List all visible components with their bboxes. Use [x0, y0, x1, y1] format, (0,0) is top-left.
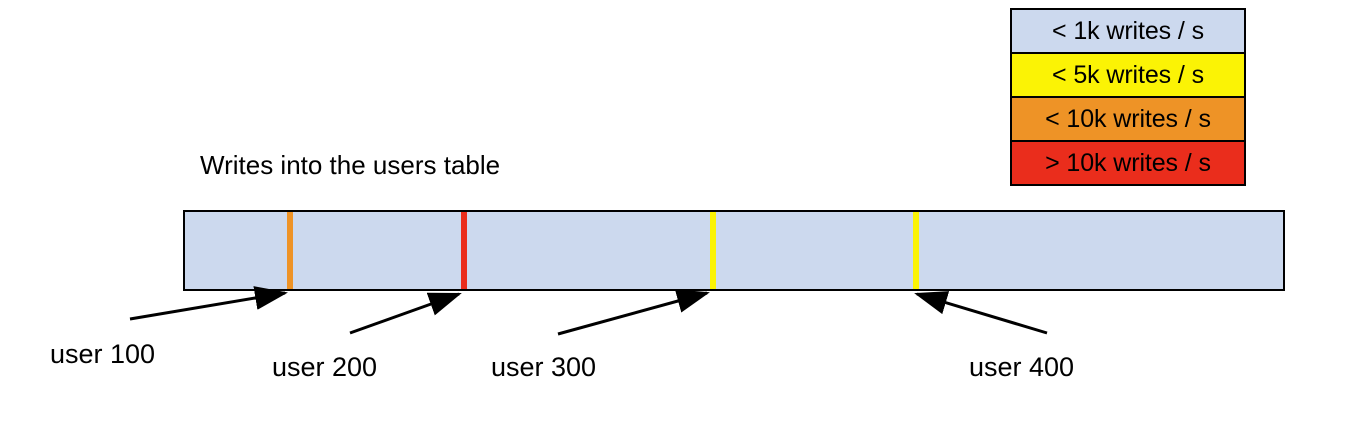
legend-item-label: < 10k writes / s — [1045, 104, 1211, 133]
arrow-user-200 — [349, 292, 462, 335]
legend-item-over-10k: > 10k writes / s — [1012, 142, 1244, 184]
marker-user-400 — [913, 212, 919, 289]
label-user-200: user 200 — [272, 352, 378, 382]
legend-item-under-5k: < 5k writes / s — [1012, 54, 1244, 98]
arrow-user-100 — [129, 286, 288, 321]
legend-item-under-1k: < 1k writes / s — [1012, 10, 1244, 54]
legend-item-label: < 5k writes / s — [1051, 60, 1205, 89]
marker-user-300 — [710, 212, 716, 289]
arrow-user-400 — [914, 291, 1048, 335]
users-table-bar — [183, 210, 1285, 291]
label-user-400: user 400 — [969, 352, 1075, 382]
legend: < 1k writes / s < 5k writes / s < 10k wr… — [1010, 8, 1246, 186]
label-user-300: user 300 — [491, 352, 597, 382]
legend-item-label: < 1k writes / s — [1051, 16, 1205, 45]
arrow-user-300 — [557, 289, 710, 336]
chart-title: Writes into the users table — [200, 150, 501, 180]
marker-user-200 — [461, 212, 467, 289]
marker-user-100 — [287, 212, 293, 289]
label-user-100: user 100 — [50, 339, 156, 369]
legend-item-under-10k: < 10k writes / s — [1012, 98, 1244, 142]
legend-item-label: > 10k writes / s — [1045, 148, 1211, 177]
